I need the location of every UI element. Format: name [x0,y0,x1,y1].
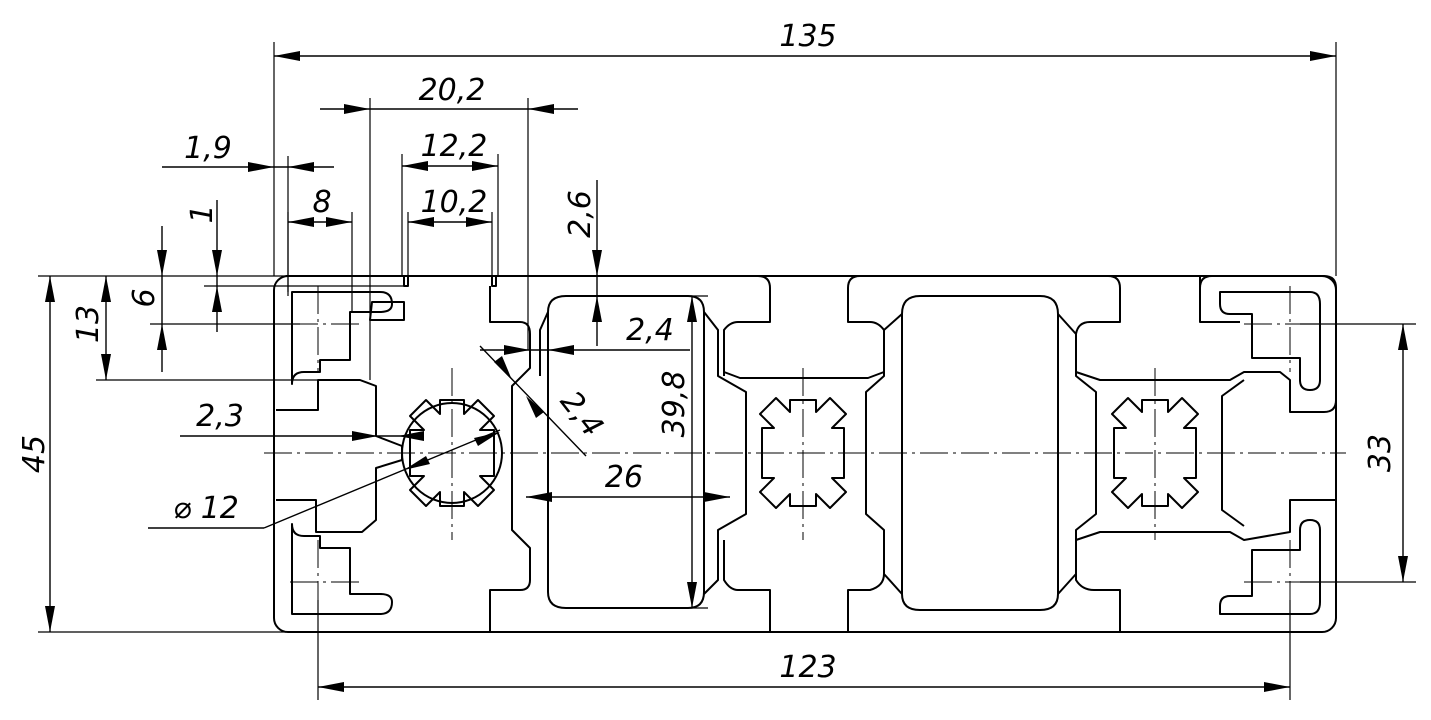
center-lines [264,286,1346,624]
dimension-6: 6 [127,226,300,372]
dimension-2-6: 2,6 [563,180,602,346]
dimension-2-4-horizontal: 2,4 [480,313,690,355]
label-39-8: 39,8 [657,371,692,438]
label-26: 26 [605,460,643,495]
label-10-2: 10,2 [421,185,488,220]
label-6: 6 [127,288,162,307]
label-12-2: 12,2 [421,129,488,164]
label-8: 8 [312,185,331,220]
dimension-height: 45 [17,275,286,633]
dimension-13: 13 [71,276,330,381]
dimension-1-9: 1,9 [162,131,334,296]
dimension-hole-vertical: 33 [1300,323,1416,583]
label-135: 135 [779,19,836,54]
dimension-hole-spacing: 123 [317,600,1291,700]
label-1: 1 [185,204,220,223]
label-2-6: 2,6 [563,190,598,238]
label-20-2: 20,2 [419,73,486,108]
label-diameter-12: ⌀ 12 [173,491,239,526]
label-33: 33 [1363,434,1398,472]
label-1-9: 1,9 [184,131,232,166]
label-45: 45 [17,435,52,473]
dimension-bore-diameter: ⌀ 12 [148,429,501,529]
label-123: 123 [779,650,836,685]
dimension-slot-outer: 20,2 [320,73,578,380]
dimension-overall-width: 135 [273,19,1337,276]
dimension-slot-opening: 10,2 [407,185,493,286]
dimension-8: 8 [287,185,353,312]
label-2-3: 2,3 [196,399,244,434]
dimension-cavity-height: 39,8 [657,295,708,609]
dimension-cavity-width: 26 [526,460,730,502]
label-2-4-horizontal: 2,4 [626,313,674,348]
profile-outline [273,275,1337,633]
label-13: 13 [71,305,106,343]
dimension-1: 1 [185,200,404,332]
dimension-2-3: 2,3 [180,399,424,441]
label-2-4-diagonal: 2,4 [553,385,610,444]
dimension-slot-inner: 12,2 [401,129,499,276]
